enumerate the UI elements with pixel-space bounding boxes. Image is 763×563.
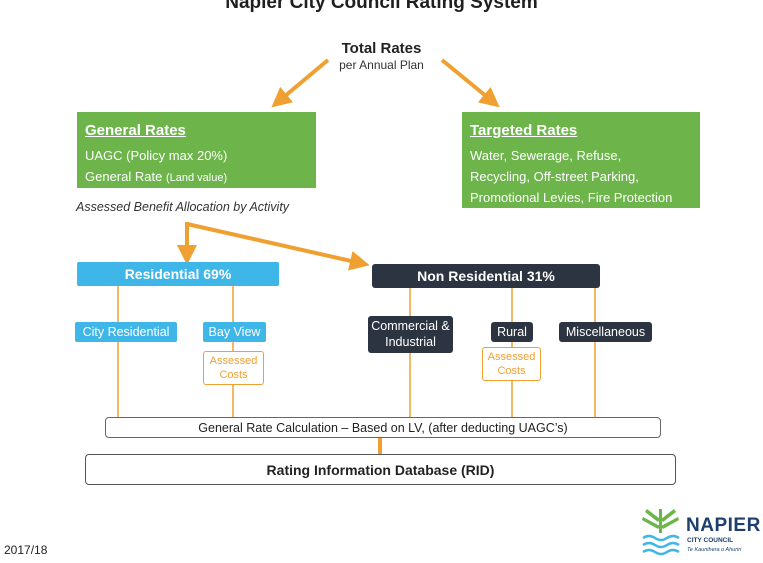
logo-org: CITY COUNCIL — [687, 537, 734, 544]
targeted-rates-heading: Targeted Rates — [470, 122, 578, 139]
rural-assessed-costs: Assessed Costs — [482, 347, 541, 381]
allocation-label: Assessed Benefit Allocation by Activity — [76, 200, 290, 214]
general-rates-box: General Rates UAGC (Policy max 20%) Gene… — [77, 112, 316, 188]
rating-database: Rating Information Database (RID) — [85, 454, 676, 485]
general-rates-line2: General Rate (Land value) — [85, 169, 228, 184]
city-residential-node: City Residential — [75, 322, 177, 342]
bay-view-assessed-costs: Assessed Costs — [203, 351, 264, 385]
arrow-to-non-residential — [186, 222, 370, 271]
logo-name: NAPIER — [686, 515, 761, 536]
napier-logo: NAPIER CITY COUNCIL Te Kaunihera o Ahuri… — [637, 505, 763, 558]
targeted-rates-line: Recycling, Off-street Parking, — [470, 169, 639, 184]
logo-tagline: Te Kaunihera o Ahuriri — [687, 547, 742, 553]
non-residential-node: Non Residential 31% — [372, 264, 600, 288]
napier-logo-icon — [642, 509, 680, 556]
residential-node: Residential 69% — [77, 262, 279, 286]
arrow-to-general — [271, 58, 330, 108]
page-title: Napier City Council Rating System — [225, 0, 538, 13]
total-rates-node: Total Rates per Annual Plan — [300, 40, 463, 72]
general-rates-line1: UAGC (Policy max 20%) — [85, 148, 228, 163]
general-rates-heading: General Rates — [85, 122, 186, 139]
commercial-industrial-node: Commercial & Industrial — [368, 316, 453, 353]
targeted-rates-box: Targeted Rates Water, Sewerage, Refuse, … — [462, 112, 700, 208]
total-rates-title: Total Rates — [341, 40, 422, 57]
bay-view-node: Bay View — [203, 322, 266, 342]
targeted-rates-line: Promotional Levies, Fire Protection — [470, 190, 673, 205]
miscellaneous-node: Miscellaneous — [559, 322, 652, 342]
arrow-to-targeted — [440, 58, 500, 108]
targeted-rates-line: Water, Sewerage, Refuse, — [470, 148, 622, 163]
rural-node: Rural — [491, 322, 533, 342]
total-rates-subtitle: per Annual Plan — [339, 58, 424, 72]
footer-year: 2017/18 — [4, 543, 48, 557]
general-rate-calculation: General Rate Calculation – Based on LV, … — [105, 417, 661, 438]
